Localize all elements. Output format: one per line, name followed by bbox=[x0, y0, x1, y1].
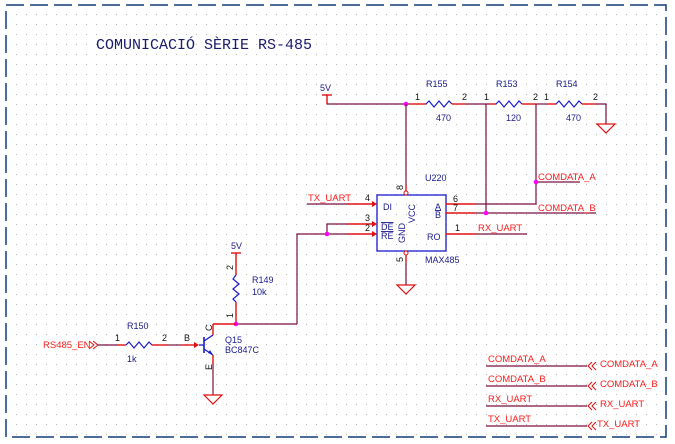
junction-dot bbox=[324, 231, 330, 237]
pin-num-di: 4 bbox=[365, 193, 370, 203]
power-symbol-5v[interactable]: 5V bbox=[320, 83, 332, 104]
r154-pin1: 1 bbox=[544, 92, 549, 102]
pin-name-b: B bbox=[435, 210, 441, 220]
r149-ref: R149 bbox=[252, 275, 274, 285]
pin-name-ro: RO bbox=[427, 232, 441, 242]
port-arrow-icon bbox=[587, 361, 593, 371]
resistor-r153[interactable]: R153 1 2 120 bbox=[484, 79, 538, 123]
ic-ref: U220 bbox=[425, 173, 447, 183]
net-label-tx-uart: TX_UART bbox=[308, 193, 351, 204]
wire-r154-gnd[interactable] bbox=[596, 103, 607, 124]
ground-symbol bbox=[395, 284, 417, 295]
port-wire-label: COMDATA_B bbox=[488, 374, 546, 385]
pin-num-ro: 1 bbox=[455, 223, 460, 233]
pin-name-de: DE bbox=[381, 222, 394, 232]
junction-dot bbox=[483, 210, 489, 216]
resistor-r150[interactable]: R150 1 2 1k bbox=[115, 321, 167, 364]
r154-value: 470 bbox=[566, 113, 581, 123]
r155-pin2: 2 bbox=[462, 92, 467, 102]
pin-name-di: DI bbox=[383, 202, 392, 212]
port-label: TX_UART bbox=[597, 419, 640, 430]
off-page-port[interactable]: RX_UART RX_UART bbox=[486, 394, 644, 411]
grid bbox=[16, 14, 657, 435]
r153-pin2: 2 bbox=[533, 92, 538, 102]
sheet-title: COMUNICACIÓ SÈRIE RS-485 bbox=[96, 36, 312, 54]
r149-value: 10k bbox=[252, 287, 267, 297]
port-wire-label: COMDATA_A bbox=[488, 354, 546, 365]
port-list: COMDATA_A COMDATA_A COMDATA_B COMDATA_B RX_U… bbox=[486, 354, 658, 431]
r149-power-label: 5V bbox=[231, 241, 242, 251]
pin-num-gnd: 5 bbox=[395, 257, 405, 262]
port-arrow-icon bbox=[587, 401, 593, 411]
pin-name-a: A bbox=[435, 202, 441, 212]
sheet-border bbox=[5, 4, 667, 438]
r150-ref: R150 bbox=[127, 321, 149, 331]
q15-part: BC847C bbox=[225, 345, 260, 355]
port-arrow-icon bbox=[587, 381, 593, 391]
port-label: COMDATA_B bbox=[600, 379, 658, 390]
port-wire-label: RX_UART bbox=[488, 394, 532, 405]
resistor-r154[interactable]: R154 1 2 470 bbox=[544, 79, 598, 123]
ic-part: MAX485 bbox=[425, 255, 460, 265]
pin-num-a: 6 bbox=[453, 194, 458, 204]
ground-symbol bbox=[595, 123, 617, 134]
ground-symbol bbox=[202, 394, 224, 405]
pin-name-re: RE bbox=[381, 231, 394, 241]
wire-a[interactable] bbox=[475, 182, 537, 205]
r155-value: 470 bbox=[436, 113, 451, 123]
power-label: 5V bbox=[320, 83, 331, 93]
off-page-port[interactable]: COMDATA_A COMDATA_A bbox=[486, 354, 658, 371]
r154-pin2: 2 bbox=[593, 92, 598, 102]
q15-collector-label: C bbox=[204, 324, 214, 331]
wire-re-enable[interactable] bbox=[296, 233, 347, 324]
junction-dot bbox=[533, 179, 539, 185]
net-label-rx-uart: RX_UART bbox=[478, 223, 522, 234]
r155-ref: R155 bbox=[426, 79, 448, 89]
pin-name-vcc: VCC bbox=[407, 203, 417, 223]
port-arrow-icon bbox=[591, 361, 597, 371]
port-label: RX_UART bbox=[600, 399, 644, 410]
net-label-comdata-b: COMDATA_B bbox=[538, 203, 596, 214]
q15-base-label: B bbox=[184, 333, 190, 343]
wire-de[interactable] bbox=[326, 223, 347, 234]
net-label-rs485-en: RS485_EN bbox=[43, 340, 91, 351]
resistor-r155[interactable]: R155 1 2 470 bbox=[410, 79, 467, 123]
r154-ref: R154 bbox=[556, 79, 578, 89]
port-arrow-icon bbox=[591, 421, 597, 431]
pin-num-vcc: 8 bbox=[395, 185, 405, 190]
transistor-q15[interactable]: B C E Q15 BC847C bbox=[182, 323, 260, 370]
port-wire-label: TX_UART bbox=[488, 414, 531, 425]
q15-emitter-label: E bbox=[204, 364, 214, 370]
resistor-r149[interactable]: 2 1 R149 10k bbox=[225, 253, 274, 324]
r153-pin1: 1 bbox=[484, 92, 489, 102]
pin-num-re: 2 bbox=[365, 223, 370, 233]
r150-pin2: 2 bbox=[162, 333, 167, 343]
net-label-comdata-a: COMDATA_A bbox=[538, 172, 596, 183]
r155-pin1: 1 bbox=[415, 92, 420, 102]
r150-pin1: 1 bbox=[115, 333, 120, 343]
off-page-port[interactable]: TX_UART TX_UART bbox=[486, 414, 640, 431]
port-arrow-icon bbox=[591, 401, 597, 411]
port-arrow-icon bbox=[587, 421, 593, 431]
r149-pin2: 2 bbox=[225, 265, 235, 270]
r153-ref: R153 bbox=[496, 79, 518, 89]
q15-ref: Q15 bbox=[225, 335, 242, 345]
port-label: COMDATA_A bbox=[600, 359, 658, 370]
off-page-port[interactable]: COMDATA_B COMDATA_B bbox=[486, 374, 658, 391]
r150-value: 1k bbox=[127, 354, 137, 364]
pin-num-de: 3 bbox=[365, 213, 370, 223]
pin-num-b: 7 bbox=[453, 203, 458, 213]
r153-value: 120 bbox=[506, 113, 521, 123]
port-rs485-en[interactable]: RS485_EN bbox=[43, 340, 99, 351]
pin-name-gnd: GND bbox=[397, 223, 407, 244]
power-symbol-5v-r149[interactable]: 5V bbox=[231, 241, 242, 254]
r149-pin1: 1 bbox=[225, 313, 235, 318]
ic-u220[interactable]: U220 MAX485 8 5 DI DE RE GND VCC A B RO … bbox=[347, 173, 475, 265]
port-arrow-icon bbox=[591, 381, 597, 391]
